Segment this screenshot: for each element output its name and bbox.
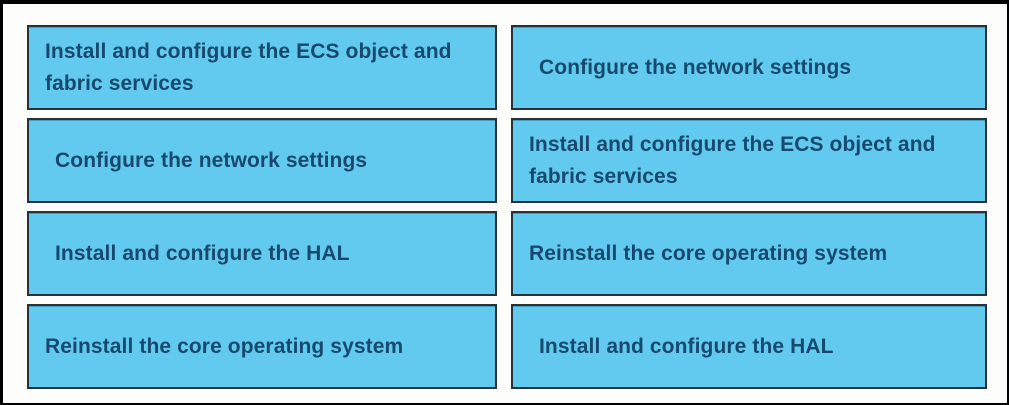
- drop-tile-right-3[interactable]: Reinstall the core operating system: [511, 211, 987, 296]
- drop-tile-label: Reinstall the core operating system: [529, 241, 888, 265]
- drop-tile-label: Install and configure the HAL: [539, 334, 834, 358]
- drag-drop-grid: Install and configure the ECS object and…: [27, 25, 987, 389]
- drop-tile-right-1[interactable]: Configure the network settings: [511, 25, 987, 110]
- drag-tile-label: Install and configure the ECS object and…: [45, 40, 452, 95]
- drop-tile-label: Configure the network settings: [539, 55, 852, 79]
- drag-tile-left-1[interactable]: Install and configure the ECS object and…: [27, 25, 497, 110]
- drag-tile-left-3[interactable]: Install and configure the HAL: [27, 211, 497, 296]
- drop-tile-right-2[interactable]: Install and configure the ECS object and…: [511, 118, 987, 203]
- drag-tile-label: Install and configure the HAL: [55, 241, 350, 265]
- drag-tile-label: Reinstall the core operating system: [45, 334, 404, 358]
- drop-tile-label: Install and configure the ECS object and…: [529, 133, 936, 188]
- drag-tile-left-4[interactable]: Reinstall the core operating system: [27, 304, 497, 389]
- drag-tile-left-2[interactable]: Configure the network settings: [27, 118, 497, 203]
- drag-tile-label: Configure the network settings: [55, 148, 368, 172]
- drop-tile-right-4[interactable]: Install and configure the HAL: [511, 304, 987, 389]
